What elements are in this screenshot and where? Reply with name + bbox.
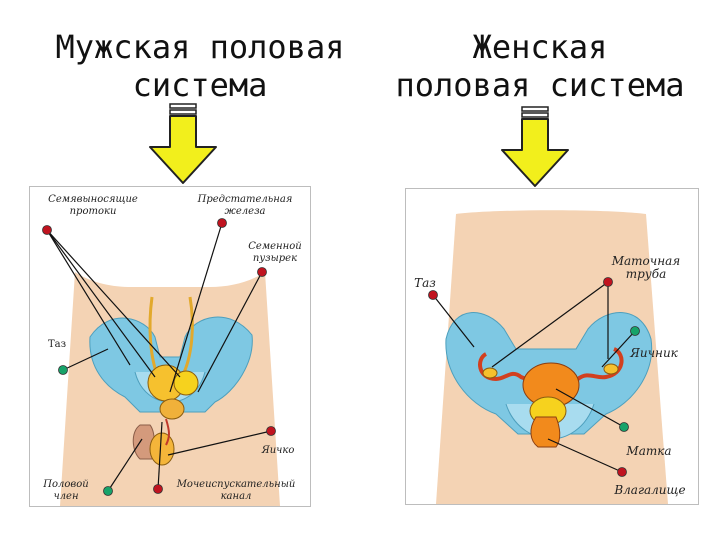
female-system-title: Женская половая система xyxy=(375,28,705,104)
prostate-label: Предстательная железа xyxy=(197,194,293,217)
ovary-label: Яичник xyxy=(630,346,678,360)
label-pins xyxy=(428,277,640,477)
male-system-title: Мужская половая система xyxy=(25,28,375,104)
vas-deferens-label: Семявыносящие протоки xyxy=(48,194,138,217)
down-arrow-icon xyxy=(501,106,569,187)
female-title-line2: половая система xyxy=(395,66,685,104)
pelvis-label: Таз xyxy=(47,339,67,350)
vagina-label: Влагалище xyxy=(614,483,686,497)
male-title-line1: Мужская половая xyxy=(55,28,345,66)
male-title-line2: система xyxy=(132,66,268,104)
label-pins xyxy=(42,218,276,496)
seminal-vesicle-label: Семенной пузырек xyxy=(248,241,302,264)
down-arrow-icon xyxy=(149,103,217,184)
pelvis-shape xyxy=(89,316,253,413)
fallopian-tube-label: Маточная труба xyxy=(611,254,681,281)
testis-label: Яичко xyxy=(261,445,295,456)
female-title-line1: Женская xyxy=(472,28,608,66)
uterus-label: Матка xyxy=(626,444,672,458)
male-anatomy-drawing xyxy=(42,218,280,506)
urethra-label: Мочеиспускательный канал xyxy=(176,479,296,502)
female-anatomy-drawing xyxy=(428,210,668,504)
penis-label: Половой член xyxy=(43,479,89,502)
pelvis-label: Таз xyxy=(414,276,436,290)
female-anatomy-illustration: Маточная труба Таз Яичник Матка Влагалищ… xyxy=(405,188,699,505)
male-anatomy-illustration: Семявыносящие протоки Предстательная жел… xyxy=(29,186,311,507)
